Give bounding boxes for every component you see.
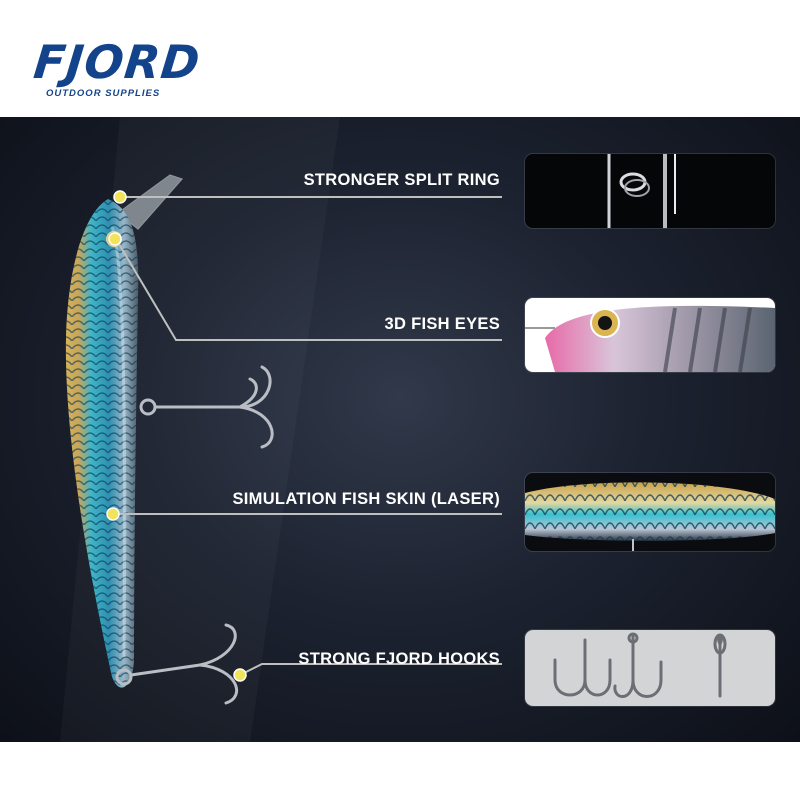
callout-markers: [106, 190, 247, 682]
callout-hooks-label: STRONG FJORD HOOKS: [298, 650, 500, 668]
brand-logo: FJORD OUTDOOR SUPPLIES: [30, 34, 203, 104]
inset-hooks: [525, 630, 775, 706]
inset-fish-skin: [525, 473, 775, 551]
leader-lines: [113, 196, 502, 676]
inset-split-ring: [525, 154, 775, 228]
lure-illustration: [65, 174, 502, 705]
treble-hook-upper-icon: [139, 365, 274, 449]
lure-body: [65, 199, 139, 688]
product-stage: STRONGER SPLIT RING 3D FISH EYES SIMULAT…: [0, 117, 800, 742]
callout-fish-eyes-label: 3D FISH EYES: [384, 315, 500, 333]
callout-fish-skin-label: SIMULATION FISH SKIN (LASER): [232, 490, 500, 508]
inset-fish-eyes: [525, 298, 775, 372]
treble-hook-lower-icon: [115, 623, 238, 705]
brand-tagline: OUTDOOR SUPPLIES: [46, 88, 161, 99]
callout-split-ring-label: STRONGER SPLIT RING: [303, 171, 500, 189]
brand-name: FJORD: [31, 35, 204, 89]
